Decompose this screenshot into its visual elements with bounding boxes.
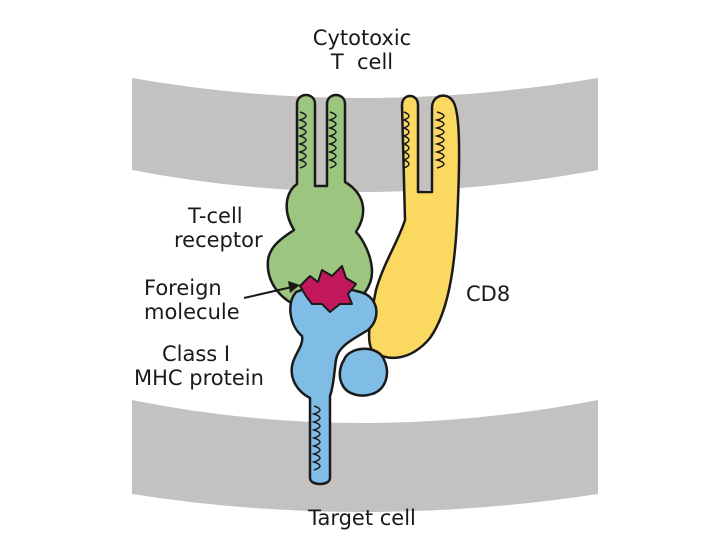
mhc-transmembrane-coil: [311, 405, 321, 471]
t-cell-membrane: [132, 78, 598, 192]
class-i-mhc-protein: [289, 285, 378, 486]
target-cell-label: Target cell: [308, 506, 416, 530]
t-cell-receptor: [266, 93, 374, 310]
cytotoxic-t-cell-label: Cytotoxic T cell: [282, 26, 442, 74]
target-cell-membrane: [132, 400, 598, 512]
tcr-coil-left: [297, 111, 307, 169]
mhc-beta2-microglobulin: [338, 347, 389, 397]
class-i-mhc-label: Class I MHC protein: [134, 342, 264, 390]
tcr-label-line2: receptor: [174, 228, 263, 252]
foreign-molecule-pointer: [243, 286, 293, 299]
mhc-label-line2: MHC protein: [134, 366, 264, 390]
foreign-label-line2: molecule: [144, 300, 240, 324]
foreign-molecule-label: Foreign molecule: [144, 276, 240, 324]
tcr-label-line1: T-cell: [188, 204, 243, 228]
cd8-coil-left: [401, 111, 410, 169]
t-cell-receptor-label: T-cell receptor: [174, 204, 263, 252]
cytotoxic-line2: T cell: [330, 50, 394, 74]
cd8-label: CD8: [466, 282, 511, 306]
mhc-label-line1: Class I: [162, 342, 231, 366]
cd8-coil-right: [434, 111, 445, 169]
pointer-arrowhead: [288, 281, 300, 293]
cytotoxic-line1: Cytotoxic: [312, 26, 412, 50]
foreign-molecule: [299, 265, 357, 313]
foreign-label-line1: Foreign: [144, 276, 222, 300]
tcr-coil-right: [327, 111, 337, 169]
